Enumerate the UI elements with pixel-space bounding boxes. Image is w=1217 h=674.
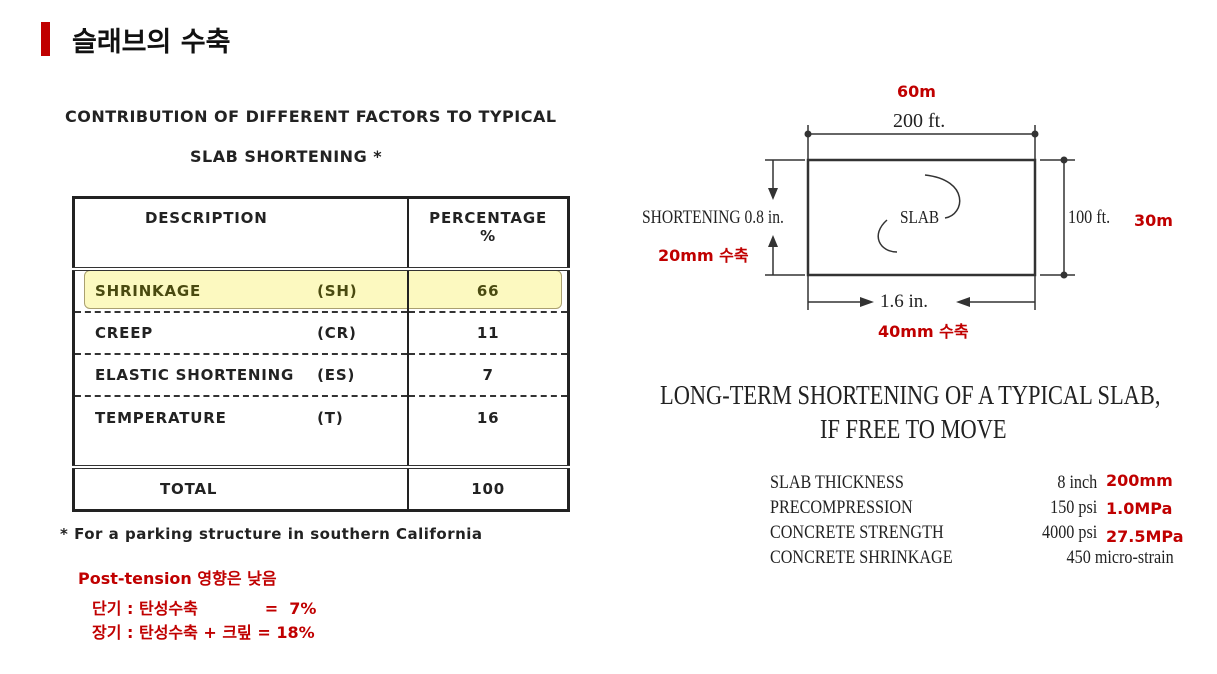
title-accent-bar [41,22,50,56]
arrow-right-icon [860,297,874,307]
spec-metric: 27.5MPa [1106,527,1184,546]
footnote: * For a parking structure in southern Ca… [60,525,483,543]
note-line1: Post-tension 영향은 낮음 [78,569,277,588]
page-title: 슬래브의 수축 [72,27,231,58]
row-pct: 11 [408,312,569,355]
header-percentage: PERCENTAGE% [408,197,569,271]
table-caption-line2: SLAB SHORTENING * [190,147,383,166]
header-description: DESCRIPTION [73,197,410,271]
arrow-left-icon [956,297,970,307]
total-label: TOTAL [73,467,410,511]
row-pct: 16 [408,396,569,469]
arrow-up-icon [768,235,778,247]
length-metric: 60m [897,82,936,101]
row-desc: TEMPERATURE(T) [73,396,410,469]
row-desc: SHRINKAGE(SH) [73,269,410,313]
row-desc: CREEP(CR) [73,312,410,355]
long-side-metric: 40mm 수축 [878,322,969,341]
long-side-label: 1.6 in. [880,291,929,312]
slab-label: SLAB [900,207,940,227]
length-label: 200 ft. [893,110,946,132]
row-pct: 66 [408,269,569,313]
short-side-metric: 20mm 수축 [658,246,749,265]
spec-metric: 200mm [1106,471,1173,490]
short-side-label: SHORTENING 0.8 in. [642,207,784,228]
total-value: 100 [471,480,505,498]
width-label: 100 ft. [1068,207,1111,228]
row-desc: ELASTIC SHORTENING(ES) [73,354,410,397]
note-line3: 장기 : 탄성수축 + 크맆 = 18% [92,623,315,642]
arrow-down-icon [768,188,778,200]
diagram-title-line2: IF FREE TO MOVE [820,414,1007,444]
width-metric: 30m [1134,211,1173,230]
diagram-title-line1: LONG-TERM SHORTENING OF A TYPICAL SLAB, [660,380,1161,410]
table-caption-line1: CONTRIBUTION OF DIFFERENT FACTORS TO TYP… [65,107,557,126]
spec-metric: 1.0MPa [1106,499,1173,518]
note-line2: 단기 : 탄성수축 = 7% [92,599,317,618]
row-pct: 7 [408,354,569,397]
